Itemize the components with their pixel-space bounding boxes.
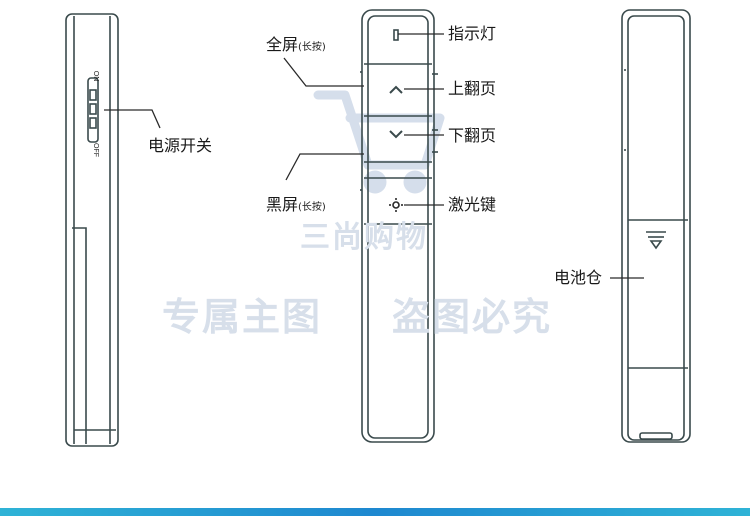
label-indicator: 指示灯 xyxy=(448,24,497,43)
label-battery: 电池仓 xyxy=(554,268,603,287)
label-fullscreen-note: (长按) xyxy=(298,42,326,53)
laser-icon xyxy=(389,198,403,212)
bottom-accent-bar xyxy=(0,508,750,516)
front-view xyxy=(360,9,438,443)
back-view xyxy=(621,9,691,443)
side-view xyxy=(65,13,119,447)
label-blackscreen-text: 黑屏 xyxy=(266,195,299,214)
label-blackscreen: 黑屏(长按) xyxy=(266,196,326,217)
watermark-brand: 三尚购物 xyxy=(300,220,428,255)
cart-watermark-icon xyxy=(313,90,445,194)
switch-off-text: OFF xyxy=(92,143,99,157)
label-switch: 电源开关 xyxy=(148,136,213,155)
front-leaders xyxy=(283,33,444,206)
watermark-line-left: 专属主图 xyxy=(162,295,323,339)
label-fullscreen: 全屏(长按) xyxy=(266,36,326,57)
switch-on-text: ON xyxy=(92,71,99,82)
label-fullscreen-text: 全屏 xyxy=(266,35,299,54)
label-page-down: 下翻页 xyxy=(448,126,497,145)
label-laser: 激光键 xyxy=(448,195,497,214)
label-blackscreen-note: (长按) xyxy=(298,202,326,213)
label-page-up: 上翻页 xyxy=(448,79,497,98)
switch-leader xyxy=(104,109,161,129)
watermark-line-right: 盗图必究 xyxy=(392,295,553,339)
